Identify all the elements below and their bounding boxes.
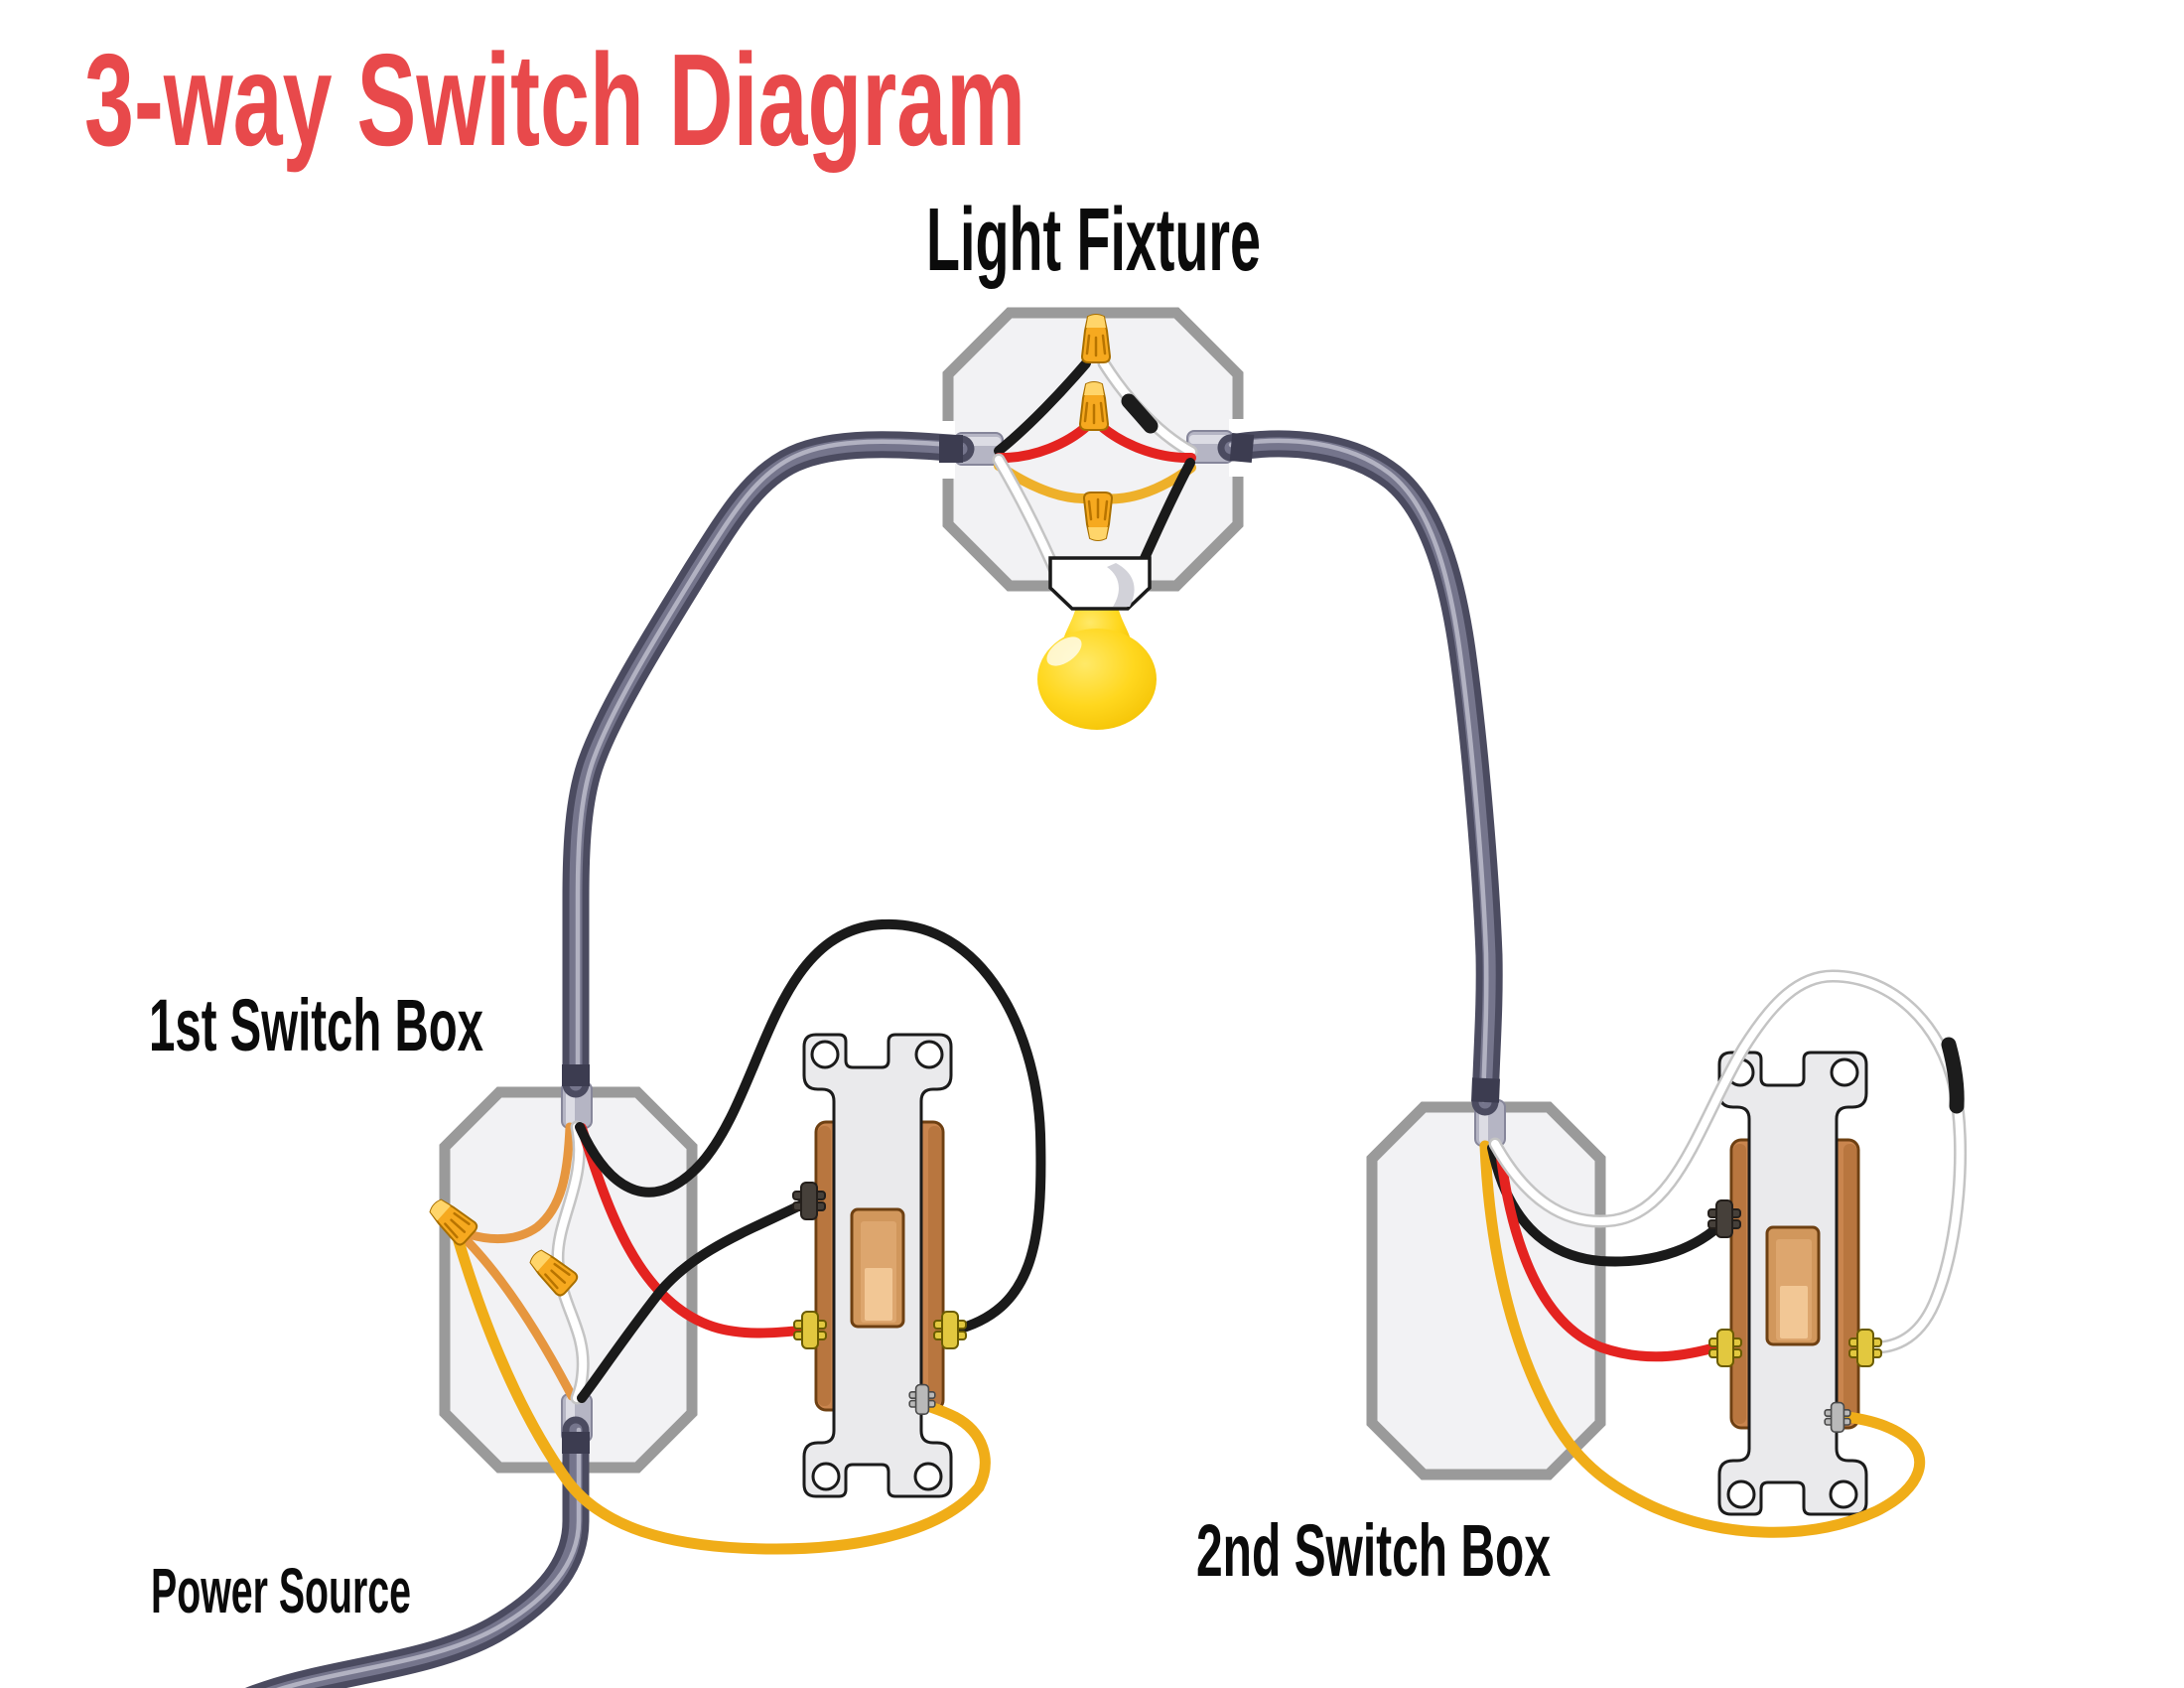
- wire-black-box1-common: [577, 1197, 811, 1403]
- conduit-highlight: [276, 1427, 582, 1688]
- bulb-highlight: [1046, 636, 1082, 666]
- wire-orange-box1-bottom: [460, 1233, 577, 1401]
- conduit-mid-sheen: [1224, 437, 1496, 1109]
- conduit-mid-sheen: [569, 438, 968, 1091]
- conduit-fixture-to-second-box: [1217, 430, 1503, 1116]
- toggle-switch-1: [802, 1033, 953, 1498]
- wire-red-fixture-left: [994, 421, 1092, 464]
- label-light-fixture: Light Fixture: [926, 191, 1261, 290]
- wire-nut-fixture-top: [1080, 313, 1112, 364]
- black-tape-marker-fixture: [1121, 393, 1159, 434]
- wire-red-box1: [577, 1123, 805, 1338]
- label-second-switch-box: 2nd Switch Box: [1196, 1509, 1551, 1592]
- wire-red-fixture-right: [1096, 421, 1196, 464]
- wire-red-box2: [1495, 1145, 1724, 1362]
- wire-orange-box1-top: [464, 1122, 575, 1244]
- conduit-end-bands: [562, 433, 1500, 1454]
- conduit-highlight: [575, 439, 964, 1085]
- wire-ground-box1-loop: [453, 1235, 991, 1555]
- lamp-holder: [1048, 556, 1152, 611]
- wire-black-fixture-left: [994, 358, 1091, 456]
- label-first-switch-box: 1st Switch Box: [149, 984, 483, 1066]
- black-tape-marker-box2: [1941, 1037, 1965, 1114]
- wire-white-box2: [1491, 971, 1965, 1352]
- wire-white-box1: [553, 1123, 588, 1402]
- conduit-power-source: [244, 1416, 590, 1688]
- page-title: 3-way Switch Diagram: [84, 27, 1025, 173]
- conduit-highlight: [1228, 438, 1489, 1103]
- wire-ground-box2-loop: [1479, 1140, 1926, 1538]
- conduit-fixture-to-first-box: [562, 431, 975, 1098]
- toggle-switch-2: [1717, 1051, 1868, 1516]
- label-power-source: Power Source: [151, 1555, 411, 1626]
- wire-nut-fixture-bottom: [1082, 491, 1114, 542]
- wire-black-box1-loop: [575, 918, 1046, 1336]
- lamp-socket-shade: [1107, 563, 1135, 607]
- wire-nut-fixture-middle: [1078, 380, 1110, 432]
- light-bulb: [1037, 602, 1157, 730]
